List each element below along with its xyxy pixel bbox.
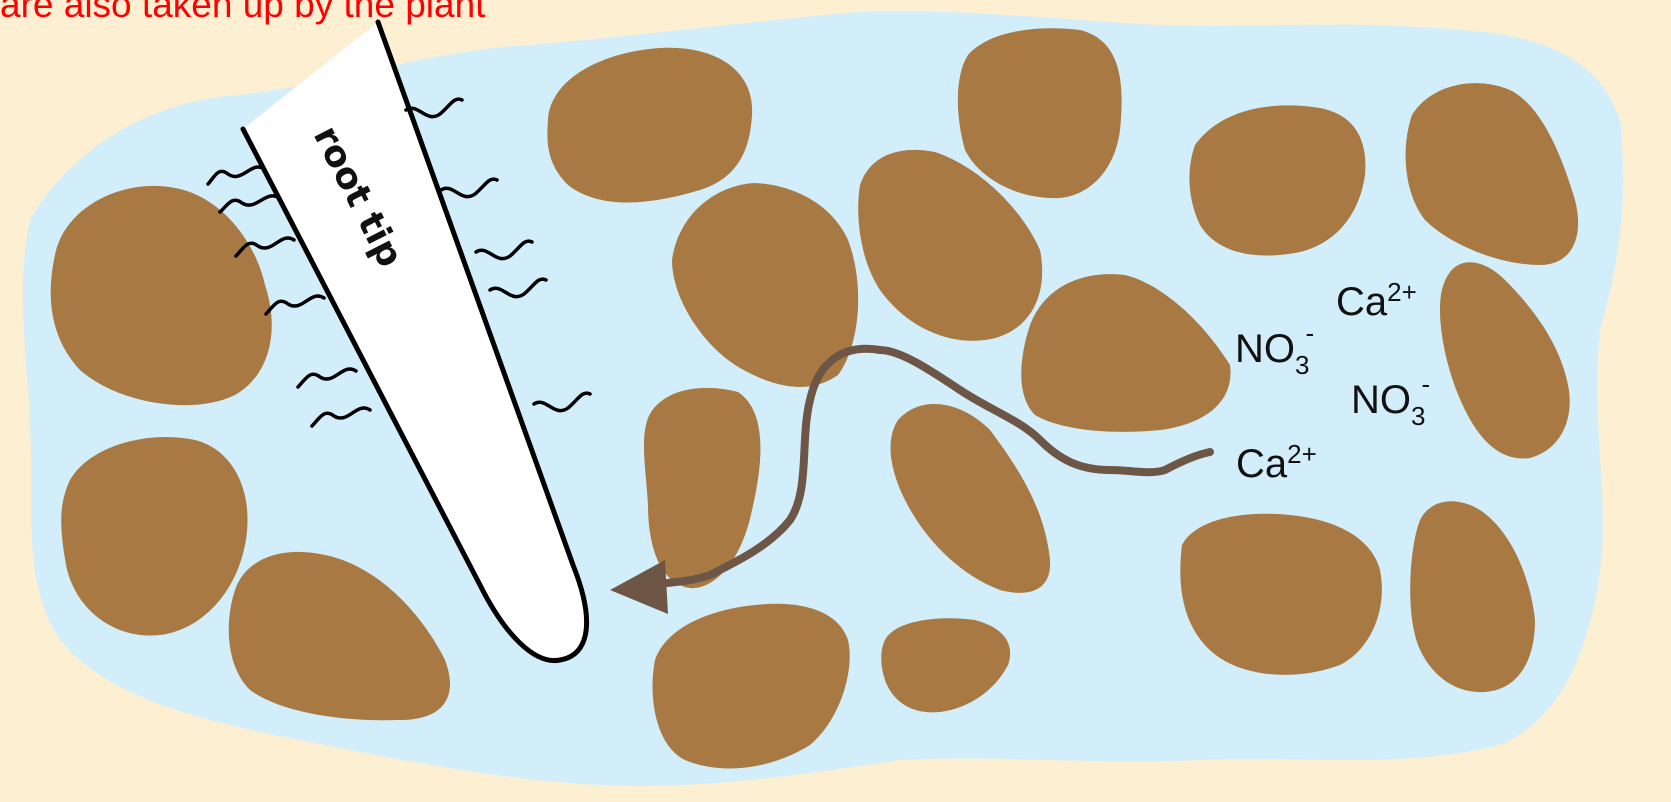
ion-charge: - (1305, 318, 1314, 348)
ion-symbol: Ca (1236, 442, 1288, 486)
ion-charge: - (1421, 369, 1430, 399)
ion-charge: 2+ (1387, 277, 1417, 307)
ion-subscript: 3 (1295, 350, 1309, 380)
ion-symbol: NO (1351, 378, 1411, 422)
caption-text: are also taken up by the plant (0, 0, 485, 23)
ion-charge: 2+ (1287, 439, 1317, 469)
ion-symbol: NO (1235, 327, 1295, 371)
ion-subscript: 3 (1411, 401, 1425, 431)
ion-symbol: Ca (1336, 280, 1388, 324)
